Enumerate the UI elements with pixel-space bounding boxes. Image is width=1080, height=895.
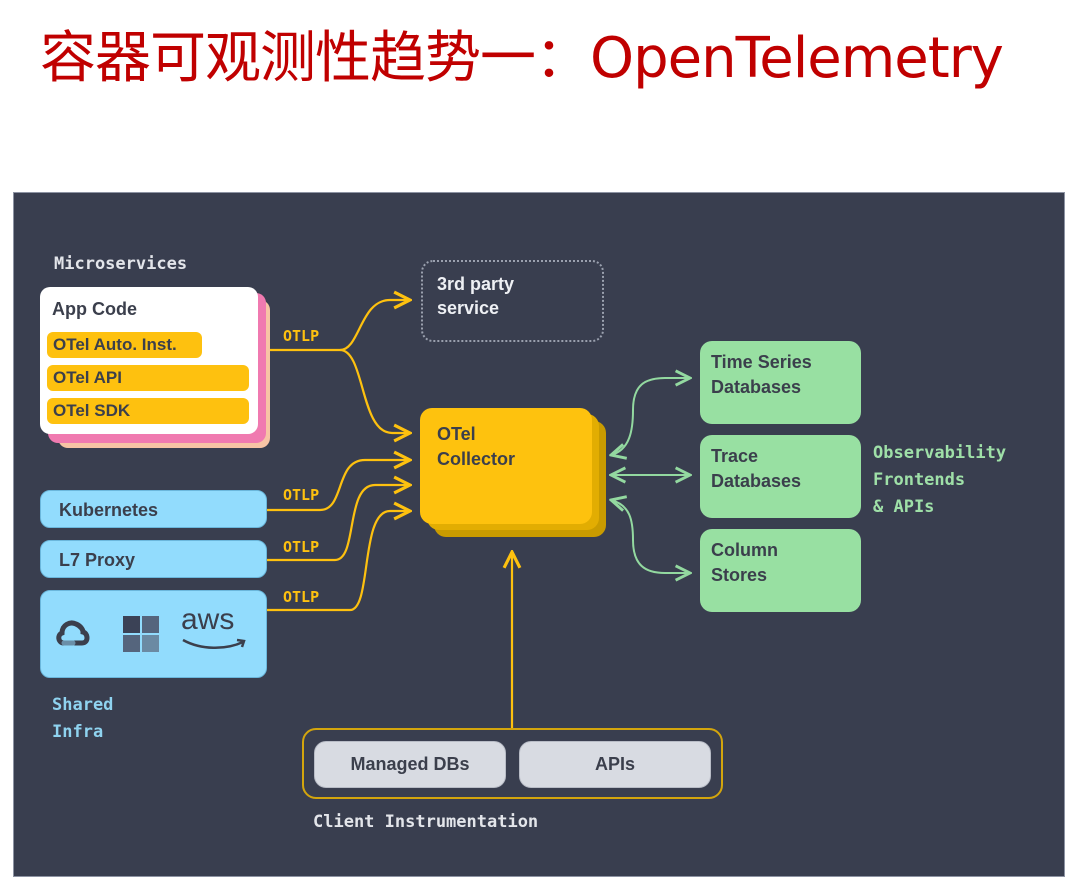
frontends-line3: & APIs: [873, 497, 935, 517]
client-instrumentation-label: Client Instrumentation: [313, 812, 539, 832]
azure-windows-icon: [123, 616, 159, 652]
managed-dbs-box[interactable]: Managed DBs: [314, 741, 506, 788]
backend-line2: Databases: [711, 471, 802, 491]
backend-line1: Column: [711, 540, 778, 560]
l7-proxy-label: L7 Proxy: [59, 550, 136, 570]
microservices-label: Microservices: [54, 254, 188, 274]
otel-auto-inst[interactable]: OTel Auto. Inst.: [47, 332, 202, 358]
otel-api[interactable]: OTel API: [47, 365, 249, 391]
third-party-line2: service: [437, 298, 500, 318]
shared-infra-line2: Infra: [52, 722, 104, 742]
google-cloud-icon: [56, 620, 90, 646]
managed-dbs-label: Managed DBs: [350, 754, 470, 774]
frontends-line2: Frontends: [873, 470, 966, 490]
otlp-label: OTLP: [283, 486, 320, 504]
otlp-line-to-collector: [339, 348, 410, 433]
otel-sdk[interactable]: OTel SDK: [47, 398, 249, 424]
client-instrumentation-group: [302, 728, 723, 799]
time-series-databases-box[interactable]: Time Series Databases: [700, 341, 861, 424]
observability-frontends-label: Observability Frontends & APIs: [873, 440, 1006, 521]
frontends-line1: Observability: [873, 443, 1007, 463]
otlp-label: OTLP: [283, 588, 320, 606]
third-party-line1: 3rd party: [437, 274, 515, 294]
otlp-line-cloud: [266, 511, 410, 612]
backend-line1: Time Series: [711, 352, 812, 372]
otlp-line-l7-proxy: [266, 485, 410, 562]
backend-line2: Databases: [711, 377, 802, 397]
otlp-label: OTLP: [283, 538, 320, 556]
third-party-service-box[interactable]: [421, 260, 604, 342]
kubernetes-label: Kubernetes: [59, 500, 159, 520]
page-title: 容器可观测性趋势一：OpenTelemetry: [40, 26, 1004, 91]
third-party-service-label: 3rd party service: [437, 272, 514, 320]
trace-databases-box[interactable]: Trace Databases: [700, 435, 861, 518]
otel-collector-label: OTel Collector: [437, 422, 515, 472]
green-line-time-series: [611, 378, 690, 455]
green-line-column: [611, 500, 690, 573]
apis-box[interactable]: APIs: [519, 741, 711, 788]
otlp-line-kubernetes: [266, 460, 410, 512]
aws-icon: aws: [181, 605, 251, 656]
collector-line2: Collector: [437, 449, 516, 469]
kubernetes-box[interactable]: Kubernetes: [40, 490, 267, 528]
backend-line2: Stores: [711, 565, 768, 585]
otel-collector-box[interactable]: [420, 408, 592, 524]
apis-label: APIs: [594, 754, 636, 774]
column-stores-box[interactable]: Column Stores: [700, 529, 861, 612]
collector-line1: OTel: [437, 424, 476, 444]
app-code-title: App Code: [52, 299, 137, 319]
otlp-label: OTLP: [283, 327, 320, 345]
shared-infra-label: Shared Infra: [52, 692, 113, 746]
l7-proxy-box[interactable]: L7 Proxy: [40, 540, 267, 578]
shared-infra-line1: Shared: [52, 695, 114, 715]
aws-text: aws: [181, 603, 235, 636]
backend-line1: Trace: [711, 446, 759, 466]
aws-smile-icon: [182, 638, 246, 649]
cloud-providers-box[interactable]: aws: [40, 590, 267, 678]
